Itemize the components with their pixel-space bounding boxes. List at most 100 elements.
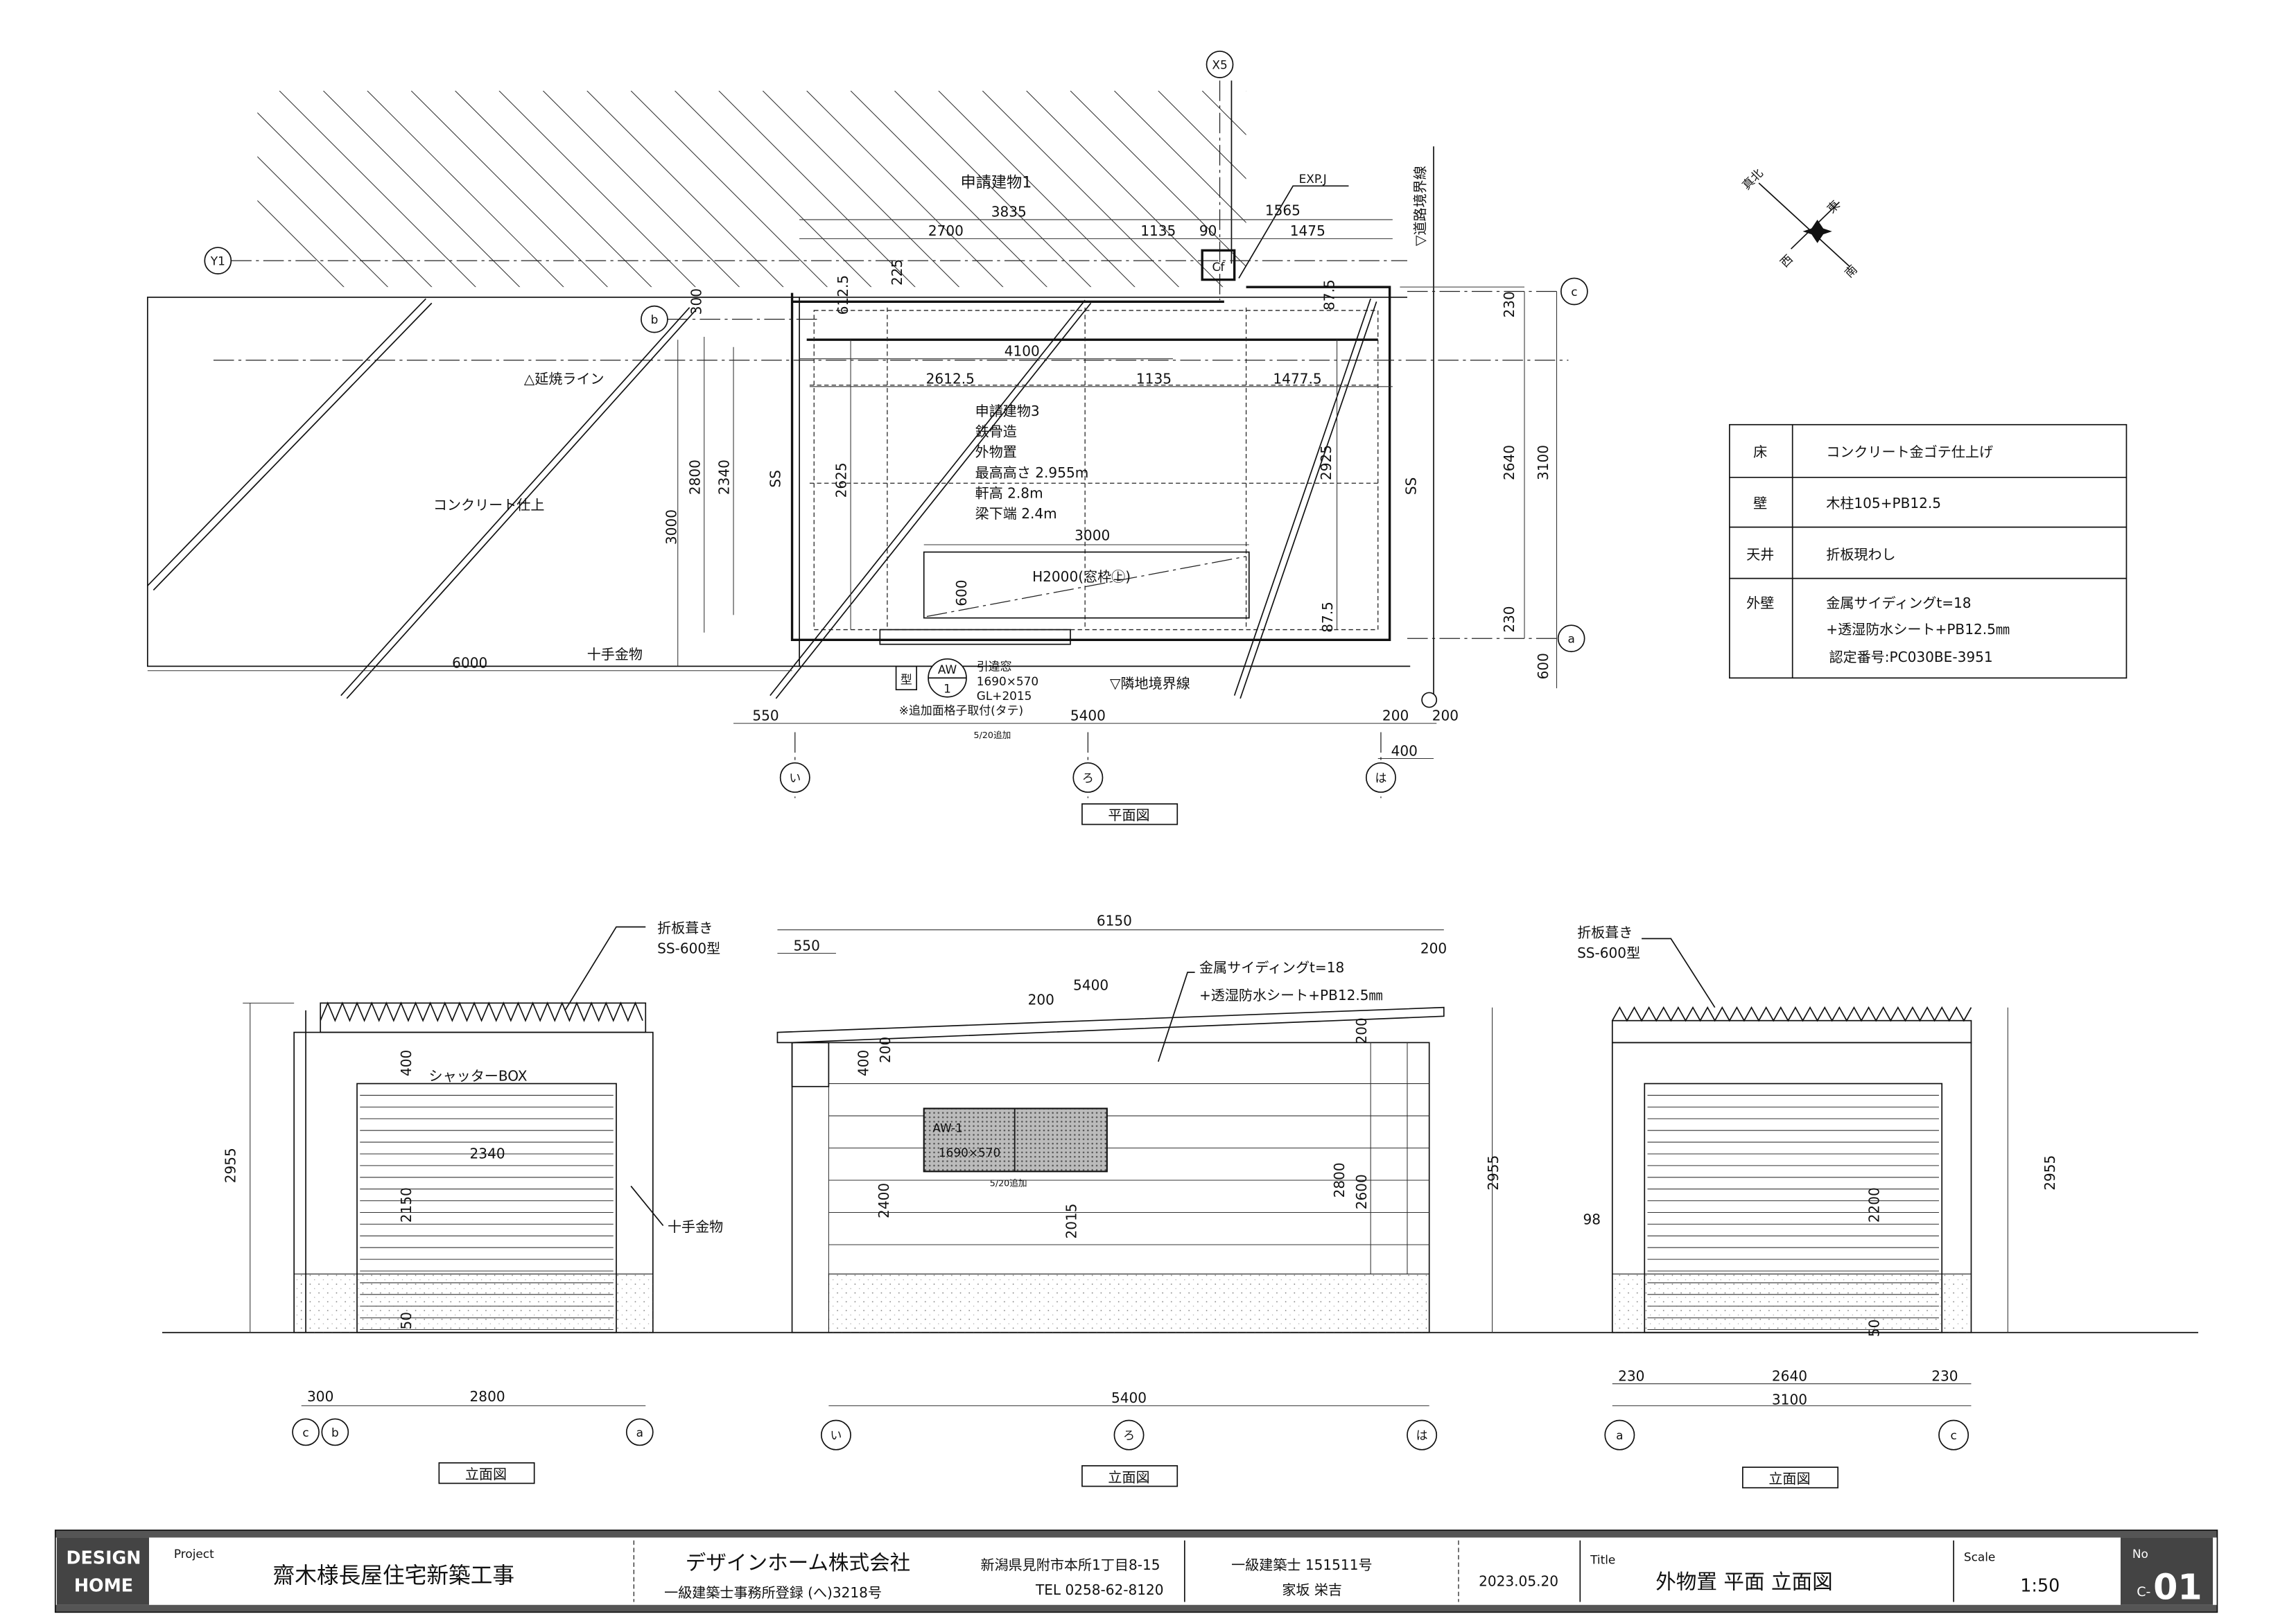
svg-text:2925: 2925 xyxy=(1318,445,1334,480)
svg-text:SS-600型: SS-600型 xyxy=(657,940,720,957)
plan-label: 平面図 xyxy=(1108,807,1149,823)
svg-text:一級建築士事務所登録 (へ)3218号: 一級建築士事務所登録 (へ)3218号 xyxy=(664,1584,882,1601)
svg-text:5/20追加: 5/20追加 xyxy=(974,730,1011,740)
grid-marker-x5 xyxy=(1206,51,1234,78)
svg-text:1565: 1565 xyxy=(1265,202,1301,219)
svg-text:2340: 2340 xyxy=(470,1145,505,1162)
svg-text:400: 400 xyxy=(1391,742,1418,759)
svg-text:東: 東 xyxy=(1824,198,1842,216)
svg-text:Scale: Scale xyxy=(1964,1550,1995,1563)
window-tag: 型 AW 1 引違窓 1690×570 GL+2015 ※追加面格子取付(タテ)… xyxy=(895,658,1038,740)
grid-markers: b c a い ろ は xyxy=(641,277,1588,798)
svg-text:a: a xyxy=(1567,632,1574,646)
column-mark xyxy=(1201,249,1236,281)
building1-label: 申請建物1 xyxy=(961,173,1032,191)
svg-text:南: 南 xyxy=(1842,262,1860,280)
svg-text:折板葺き: 折板葺き xyxy=(657,920,713,936)
grid-marker-y1 xyxy=(204,247,232,274)
svg-text:2700: 2700 xyxy=(928,222,964,239)
svg-text:Project: Project xyxy=(174,1547,214,1561)
svg-text:軒高 2.8m: 軒高 2.8m xyxy=(975,484,1043,501)
svg-text:SS-600型: SS-600型 xyxy=(1577,945,1640,961)
svg-text:い: い xyxy=(830,1428,842,1442)
svg-text:型: 型 xyxy=(901,673,912,687)
svg-text:AW-1: AW-1 xyxy=(932,1121,963,1134)
svg-text:Y1: Y1 xyxy=(210,254,225,268)
svg-text:一級建築士 151511号: 一級建築士 151511号 xyxy=(1231,1557,1372,1573)
svg-text:は: は xyxy=(1416,1428,1428,1442)
svg-text:4100: 4100 xyxy=(1004,342,1040,359)
svg-text:1135: 1135 xyxy=(1136,371,1172,387)
svg-text:b: b xyxy=(331,1426,339,1439)
neighbor-boundary-label: ▽隣地境界線 xyxy=(1110,675,1190,692)
svg-text:TEL 0258-62-8120: TEL 0258-62-8120 xyxy=(1035,1581,1164,1598)
svg-text:床: 床 xyxy=(1753,444,1767,460)
svg-text:SS: SS xyxy=(1403,477,1420,495)
svg-text:2600: 2600 xyxy=(1353,1174,1370,1209)
building1-hatch xyxy=(257,91,1246,288)
svg-text:コンクリート金ゴテ仕上げ: コンクリート金ゴテ仕上げ xyxy=(1826,444,1993,460)
svg-text:AW: AW xyxy=(938,663,957,676)
svg-text:a: a xyxy=(1616,1428,1623,1442)
svg-text:2640: 2640 xyxy=(1772,1367,1807,1384)
svg-text:は: は xyxy=(1375,771,1387,785)
svg-text:1690×570: 1690×570 xyxy=(939,1146,1000,1159)
elevation-right: 折板葺き SS-600型 2955 98 2200 50 230 2640 23… xyxy=(1577,924,2058,1489)
svg-text:2150: 2150 xyxy=(398,1187,415,1223)
svg-text:3000: 3000 xyxy=(1075,527,1110,544)
svg-text:2800: 2800 xyxy=(1331,1162,1348,1198)
svg-text:6150: 6150 xyxy=(1097,912,1132,929)
svg-text:5400: 5400 xyxy=(1111,1390,1147,1406)
svg-text:612.5: 612.5 xyxy=(835,275,851,315)
svg-text:2640: 2640 xyxy=(1501,445,1517,480)
svg-text:3000: 3000 xyxy=(663,509,680,545)
title-block: DESIGN HOME Project 齋木様長屋住宅新築工事 デザインホーム株… xyxy=(54,1530,2218,1613)
svg-text:87.5: 87.5 xyxy=(1321,279,1337,310)
svg-text:梁下端 2.4m: 梁下端 2.4m xyxy=(975,505,1057,522)
svg-text:鉄骨造: 鉄骨造 xyxy=(975,423,1017,440)
svg-text:SS: SS xyxy=(767,470,784,487)
svg-text:ろ: ろ xyxy=(1123,1428,1135,1442)
svg-text:金属サイディングt=18: 金属サイディングt=18 xyxy=(1199,959,1344,976)
svg-text:1: 1 xyxy=(943,681,951,695)
north-compass: 真北 東 西 南 xyxy=(1739,166,1860,280)
svg-text:2955: 2955 xyxy=(223,1148,239,1183)
svg-text:225: 225 xyxy=(889,259,905,286)
svg-text:GL+2015: GL+2015 xyxy=(977,689,1032,703)
svg-text:真北: 真北 xyxy=(1739,166,1766,192)
svg-text:天井: 天井 xyxy=(1746,546,1774,563)
svg-text:200: 200 xyxy=(1382,708,1409,724)
svg-text:c: c xyxy=(1950,1428,1956,1442)
svg-text:6000: 6000 xyxy=(452,654,487,671)
svg-text:折板葺き: 折板葺き xyxy=(1577,924,1633,940)
svg-text:300: 300 xyxy=(688,288,705,315)
svg-text:最高高さ 2.955m: 最高高さ 2.955m xyxy=(975,464,1089,481)
svg-text:200: 200 xyxy=(1432,708,1459,724)
svg-text:a: a xyxy=(636,1426,643,1439)
svg-text:200: 200 xyxy=(1353,1017,1370,1044)
svg-text:+透湿防水シート+PB12.5㎜: +透湿防水シート+PB12.5㎜ xyxy=(1199,987,1383,1004)
drawing-date: 2023.05.20 xyxy=(1479,1572,1558,1589)
shutter-left xyxy=(356,1083,617,1333)
svg-text:い: い xyxy=(789,771,801,785)
plan-dimensions: 3835 2700 1135 90 1475 1565 225 612.5 30… xyxy=(452,202,1551,760)
svg-text:550: 550 xyxy=(752,708,779,724)
svg-text:X5: X5 xyxy=(1212,58,1227,71)
svg-text:1475: 1475 xyxy=(1290,222,1325,239)
elevation-label: 立面図 xyxy=(465,1466,507,1482)
svg-text:申請建物3: 申請建物3 xyxy=(975,403,1040,419)
svg-text:認定番号:PC030BE-3951: 認定番号:PC030BE-3951 xyxy=(1829,649,1993,665)
svg-text:3835: 3835 xyxy=(991,204,1027,220)
elevation-label: 立面図 xyxy=(1108,1469,1149,1485)
svg-text:西: 西 xyxy=(1777,252,1795,270)
svg-text:230: 230 xyxy=(1931,1367,1958,1384)
svg-text:家坂 栄吉: 家坂 栄吉 xyxy=(1282,1581,1342,1598)
svg-text:Title: Title xyxy=(1590,1553,1615,1567)
svg-text:2625: 2625 xyxy=(833,462,850,498)
svg-text:600: 600 xyxy=(953,579,970,606)
svg-text:c: c xyxy=(302,1426,308,1439)
svg-text:木柱105+PB12.5: 木柱105+PB12.5 xyxy=(1826,495,1941,511)
svg-text:金属サイディングt=18: 金属サイディングt=18 xyxy=(1826,595,1971,611)
fire-line-label: △延焼ライン xyxy=(524,371,605,387)
